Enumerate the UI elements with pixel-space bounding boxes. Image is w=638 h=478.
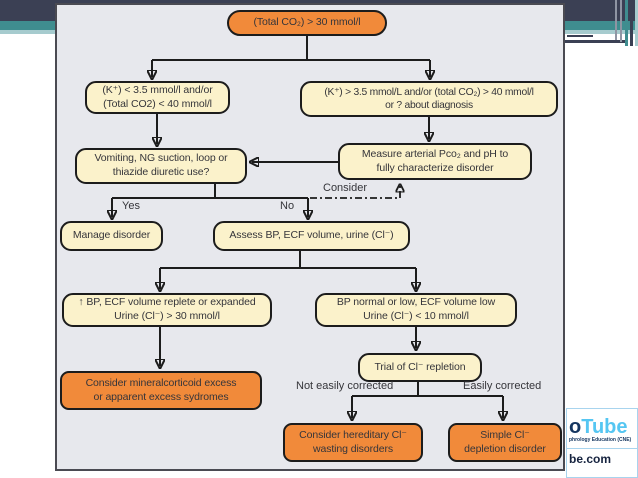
node-mineralocorticoid: Consider mineralcorticoid excess or appa… [60,371,262,410]
node-k-high: (K⁺) > 3.5 mmol/L and/or (total CO₂) > 4… [300,81,558,117]
edge-label-consider: Consider [323,182,368,194]
nephrotube-logo: oTube phrology Education (CNE) be.com [566,408,638,478]
node-bp-high-urine-cl: ↑ BP, ECF volume replete or expanded Uri… [62,293,272,327]
node-measure-pco2: Measure arterial Pco₂ and pH to fully ch… [338,143,532,180]
node-simple-cl-depletion: Simple Cl⁻ depletion disorder [448,423,562,462]
theme-edge-stripe [620,0,622,42]
edge-label-not-easily: Not easily corrected [296,380,394,392]
nephrotube-tagline: phrology Education (CNE) [567,437,637,449]
edge-label-yes: Yes [122,200,140,212]
brand-prefix: o [569,416,582,437]
theme-edge-stripe [615,0,617,40]
theme-edge-stripe [625,0,628,46]
nephrotube-domain: be.com [569,452,612,466]
node-vomiting-diuretic: Vomiting, NG suction, loop or thiazide d… [75,148,247,184]
edge-label-no: No [280,200,295,212]
node-hereditary-cl-wasting: Consider hereditary Cl⁻ wasting disorder… [283,423,423,462]
node-manage-disorder: Manage disorder [60,221,163,251]
theme-edge-stripe [630,0,633,46]
edge-label-easily: Easily corrected [463,380,542,392]
theme-edge-stripe [635,0,638,46]
node-total-co2: (Total CO₂) > 30 mmol/l [227,10,387,36]
theme-rule [567,35,593,37]
node-bp-low-urine-cl: BP normal or low, ECF volume low Urine (… [315,293,517,327]
nephrotube-wordmark: oTube [567,409,637,437]
node-assess-bp-ecf: Assess BP, ECF volume, urine (Cl⁻) [213,221,410,251]
node-trial-cl-repletion: Trial of Cl⁻ repletion [358,353,482,382]
node-k-low: (K⁺) < 3.5 mmol/l and/or (Total CO2) < 4… [85,81,230,114]
theme-rule [563,40,627,43]
brand-suffix: Tube [581,416,628,437]
